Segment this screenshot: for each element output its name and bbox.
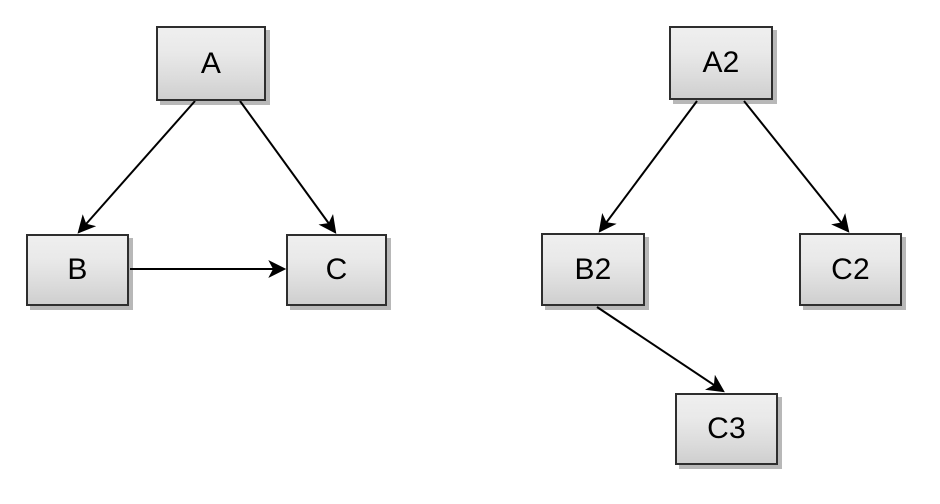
edge-a-to-c[interactable] — [239, 100, 337, 234]
node-c2[interactable]: C2 — [799, 233, 902, 306]
edge-a2-to-b2[interactable] — [598, 100, 698, 233]
edge-a-to-b[interactable] — [77, 100, 196, 234]
node-label-b: B — [67, 253, 88, 286]
edge-b2-to-c3[interactable] — [596, 306, 725, 393]
node-label-b2: B2 — [574, 252, 612, 286]
node-b2[interactable]: B2 — [541, 233, 645, 306]
node-c[interactable]: C — [286, 234, 387, 306]
node-b[interactable]: B — [26, 234, 129, 306]
edge-a2-to-c2[interactable] — [743, 100, 850, 233]
node-label-a: A — [200, 46, 222, 80]
node-label-c2: C2 — [831, 252, 870, 286]
node-label-a2: A2 — [702, 46, 740, 79]
node-a2[interactable]: A2 — [669, 26, 773, 100]
edges-group — [77, 100, 850, 393]
node-a[interactable]: A — [156, 26, 266, 101]
node-c3[interactable]: C3 — [675, 393, 778, 465]
node-label-c: C — [325, 253, 348, 286]
node-label-c3: C3 — [707, 412, 746, 445]
